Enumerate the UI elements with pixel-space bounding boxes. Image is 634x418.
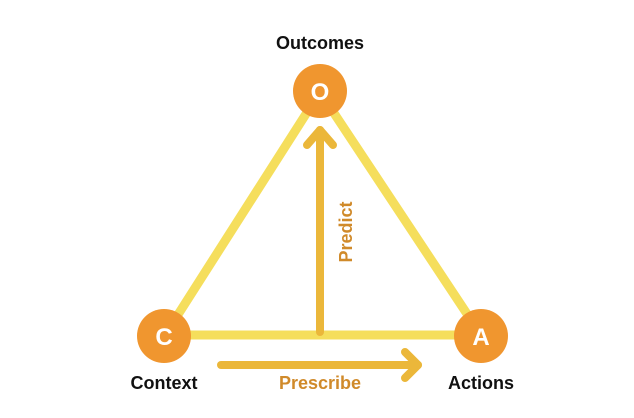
edge-outcomes-context <box>160 87 325 340</box>
node-outcomes: O <box>293 64 347 118</box>
node-actions-letter: A <box>472 324 489 351</box>
predict-arrow <box>303 126 337 336</box>
predict-arrow-head <box>303 126 337 149</box>
predict-label: Predict <box>336 201 356 262</box>
node-context-letter: C <box>155 324 172 351</box>
node-actions: A <box>454 309 508 363</box>
prescribe-label: Prescribe <box>279 373 361 393</box>
triangle <box>160 87 486 340</box>
node-context-circle <box>137 309 191 363</box>
outcomes-label: Outcomes <box>276 33 364 53</box>
context-label: Context <box>131 373 198 393</box>
node-actions-circle <box>454 309 508 363</box>
node-outcomes-letter: O <box>311 79 330 106</box>
actions-label: Actions <box>448 373 514 393</box>
prescribe-arrow-head <box>401 348 422 382</box>
prescribe-arrow <box>217 348 422 382</box>
edge-outcomes-actions <box>315 87 486 340</box>
node-context: C <box>137 309 191 363</box>
node-outcomes-circle <box>293 64 347 118</box>
